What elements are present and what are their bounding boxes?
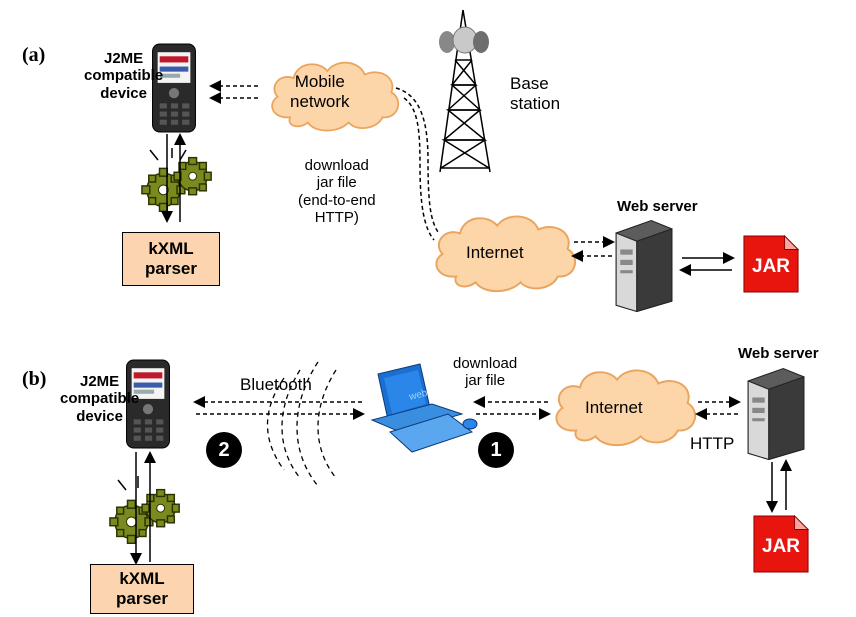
bluetooth-waves-icon bbox=[266, 361, 337, 487]
spark-lines-b bbox=[117, 476, 139, 491]
panel-b-label: (b) bbox=[22, 368, 47, 390]
web-server-label: Web server bbox=[617, 198, 698, 215]
device-parser-arrows-b bbox=[130, 451, 156, 565]
kxml-parser-box: kXML parser bbox=[122, 232, 220, 286]
internet-server-links-a bbox=[571, 236, 615, 262]
http-label: HTTP bbox=[690, 434, 735, 453]
computer-icon: web bbox=[370, 363, 478, 453]
jar-label-b: JAR bbox=[762, 536, 801, 557]
spark-lines bbox=[149, 148, 187, 161]
gears-icon-b bbox=[109, 488, 180, 545]
svg-text:web: web bbox=[407, 388, 429, 403]
step-2-badge: 2 bbox=[206, 432, 242, 468]
antenna-dish-icon bbox=[439, 26, 489, 54]
internet-server-links-b bbox=[695, 396, 741, 420]
bluetooth-links bbox=[193, 396, 365, 420]
web-server-icon-b bbox=[747, 368, 805, 460]
panel-a-label: (a) bbox=[22, 44, 46, 66]
web-server-icon bbox=[615, 220, 673, 312]
server-jar-arrows-b bbox=[766, 459, 792, 513]
download-label-b: download jar file bbox=[453, 355, 518, 390]
device-label-b: J2ME compatible device bbox=[60, 373, 140, 425]
network-to-device-links bbox=[209, 80, 439, 241]
server-jar-arrows-a bbox=[679, 252, 735, 276]
mobile-network-label: Mobile network bbox=[290, 72, 350, 111]
web-server-label-b: Web server bbox=[738, 345, 819, 362]
kxml-parser-box-b: kXML parser bbox=[90, 564, 194, 614]
download-label: download jar file (end-to-end HTTP) bbox=[298, 157, 376, 226]
gears-icon bbox=[141, 156, 212, 213]
internet-label: Internet bbox=[466, 243, 524, 262]
internet-label-b: Internet bbox=[585, 398, 643, 417]
bluetooth-label: Bluetooth bbox=[240, 375, 312, 394]
internet-pc-links bbox=[473, 396, 551, 420]
jar-label: JAR bbox=[752, 256, 791, 277]
device-parser-arrows bbox=[161, 133, 186, 223]
device-label: J2ME compatible device bbox=[84, 50, 164, 102]
step-1-badge: 1 bbox=[478, 432, 514, 468]
base-station-label: Base station bbox=[510, 74, 561, 113]
